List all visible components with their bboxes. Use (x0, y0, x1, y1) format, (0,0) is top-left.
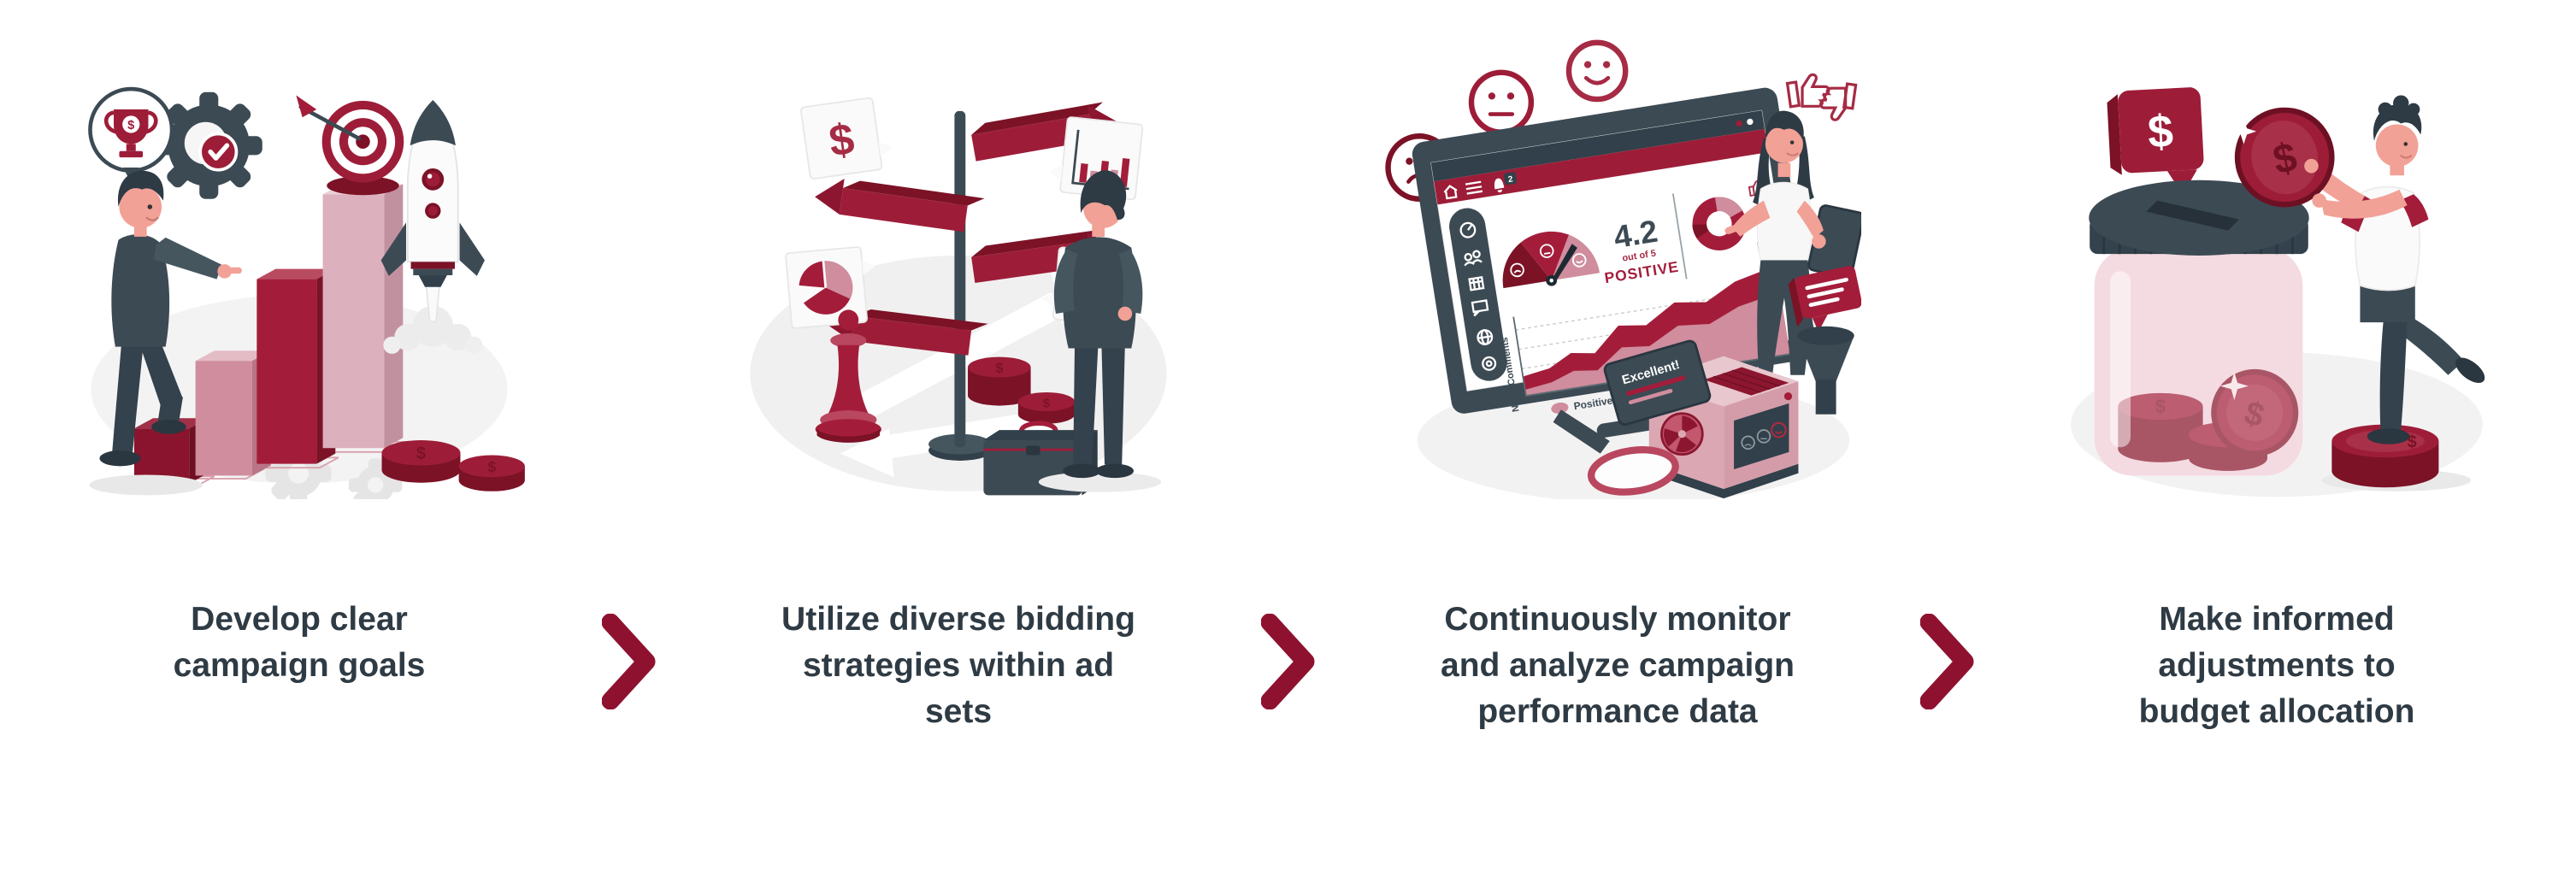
dashboard-svg: 2 (1385, 39, 1861, 499)
gauge-icon (1502, 231, 1600, 289)
target-arrow-icon (296, 95, 404, 196)
app-header-bar (1434, 128, 1769, 205)
step-caption-3: Continuously monitor and analyze campaig… (1441, 597, 1795, 735)
budget-jar-svg: $ $ (2071, 87, 2485, 497)
caption-line: Utilize diverse bidding (781, 601, 1135, 638)
caption-line: adjustments to (2158, 647, 2396, 684)
coin: $ (381, 440, 461, 483)
caption-line: sets (924, 693, 993, 730)
coins-in-jar: $ $ (2118, 368, 2299, 471)
caption-line: Develop clear (191, 601, 408, 638)
step-bidding-strategies: $ (659, 12, 1258, 762)
step-monitor-performance: 2 (1318, 12, 1917, 762)
notification-count: 2 (1507, 174, 1514, 185)
step-caption-1: Develop clear campaign goals (174, 597, 426, 689)
step-caption-4: Make informed adjustments to budget allo… (2139, 597, 2415, 735)
home-icon (1443, 185, 1458, 200)
result-screen: Excellent! (1603, 339, 1712, 427)
caption-line: Make informed (2159, 601, 2395, 638)
signpost-svg: $ (750, 97, 1167, 496)
caption-line: strategies within ad (802, 647, 1115, 684)
coin-dollar-text: $ (487, 458, 496, 475)
step-caption-2: Utilize diverse bidding strategies withi… (781, 597, 1135, 735)
dollar-coins-icon: $ $ (381, 440, 525, 491)
neutral-emoji-icon (1468, 69, 1535, 135)
funnel-icon (1797, 326, 1854, 415)
step-develop-goals: $ (0, 12, 598, 716)
coin: $ (458, 455, 525, 491)
man-holding-coin: $ $ (2231, 95, 2485, 491)
bar-chart-card-icon (1049, 116, 1144, 201)
gear-check-icon (155, 91, 262, 199)
pie-chart-card-icon (785, 246, 875, 329)
coin-dollar-text: $ (995, 360, 1003, 376)
chess-queen-icon (815, 309, 881, 443)
bar-4 (322, 184, 404, 449)
coin-dollar-text: $ (2155, 396, 2166, 417)
bell-icon (1494, 178, 1505, 193)
chevron-right-icon (1260, 614, 1314, 709)
dollar-coins-icon: $ $ (968, 356, 1076, 424)
sidebar-icons (1449, 208, 1507, 381)
savings-jar-icon: $ $ (2089, 179, 2309, 476)
sparkle-icon (2231, 119, 2257, 144)
caption-line: performance data (1477, 693, 1758, 730)
illustration-budget-jar: $ $ (2041, 12, 2513, 530)
coin: $ (968, 356, 1031, 406)
chevron-right-icon (1919, 614, 1973, 709)
illustration-develop-campaign-goals: $ (63, 12, 535, 530)
chevron-right-icon (601, 614, 655, 709)
big-coin: $ (2234, 107, 2335, 208)
illustration-bidding-strategies: $ (722, 12, 1194, 530)
businessman-back-view (1038, 170, 1162, 492)
trophy-dollar-text: $ (127, 119, 134, 132)
emoji-panel (1734, 403, 1789, 470)
businessman-pointing (89, 170, 242, 496)
rocket-icon (380, 99, 485, 354)
sign-arrow-left (815, 179, 985, 232)
caption-line: and analyze campaign (1441, 647, 1795, 684)
caption-line: campaign goals (173, 647, 426, 684)
magnifier-icon (1553, 409, 1679, 496)
coin-slot (2146, 200, 2239, 231)
coin-dollar-text: $ (416, 444, 426, 463)
score-value: 4.2 (1612, 214, 1660, 255)
coin-dollar-text: $ (1043, 397, 1050, 410)
bubble-dollar-text: $ (2147, 106, 2175, 157)
caption-line: Continuously monitor (1444, 601, 1791, 638)
coin: $ (1017, 391, 1076, 424)
jar-lid (2089, 179, 2309, 256)
coin-dollar-text: $ (2408, 433, 2417, 451)
step-arrow-3 (1917, 12, 1978, 709)
menu-icon (1465, 180, 1483, 195)
step-arrow-1 (598, 12, 659, 709)
fan-icon (1660, 412, 1704, 456)
sparkle-icon (2219, 372, 2249, 401)
step-arrow-2 (1258, 12, 1318, 709)
campaign-goals-svg: $ (88, 86, 525, 499)
speech-bubble-icon (1788, 266, 1861, 333)
step-budget-allocation: $ $ (1978, 12, 2576, 762)
happy-emoji-icon (1565, 39, 1629, 103)
trophy-dollar-bubble-icon: $ (88, 86, 174, 184)
caption-line: budget allocation (2138, 693, 2415, 730)
dollar-card-icon: $ (800, 97, 893, 179)
thumbs-down-icon (1819, 82, 1858, 121)
notification-badge (1503, 172, 1517, 185)
illustration-performance-dashboard: 2 (1374, 12, 1861, 530)
ascending-bar-chart (127, 184, 410, 488)
